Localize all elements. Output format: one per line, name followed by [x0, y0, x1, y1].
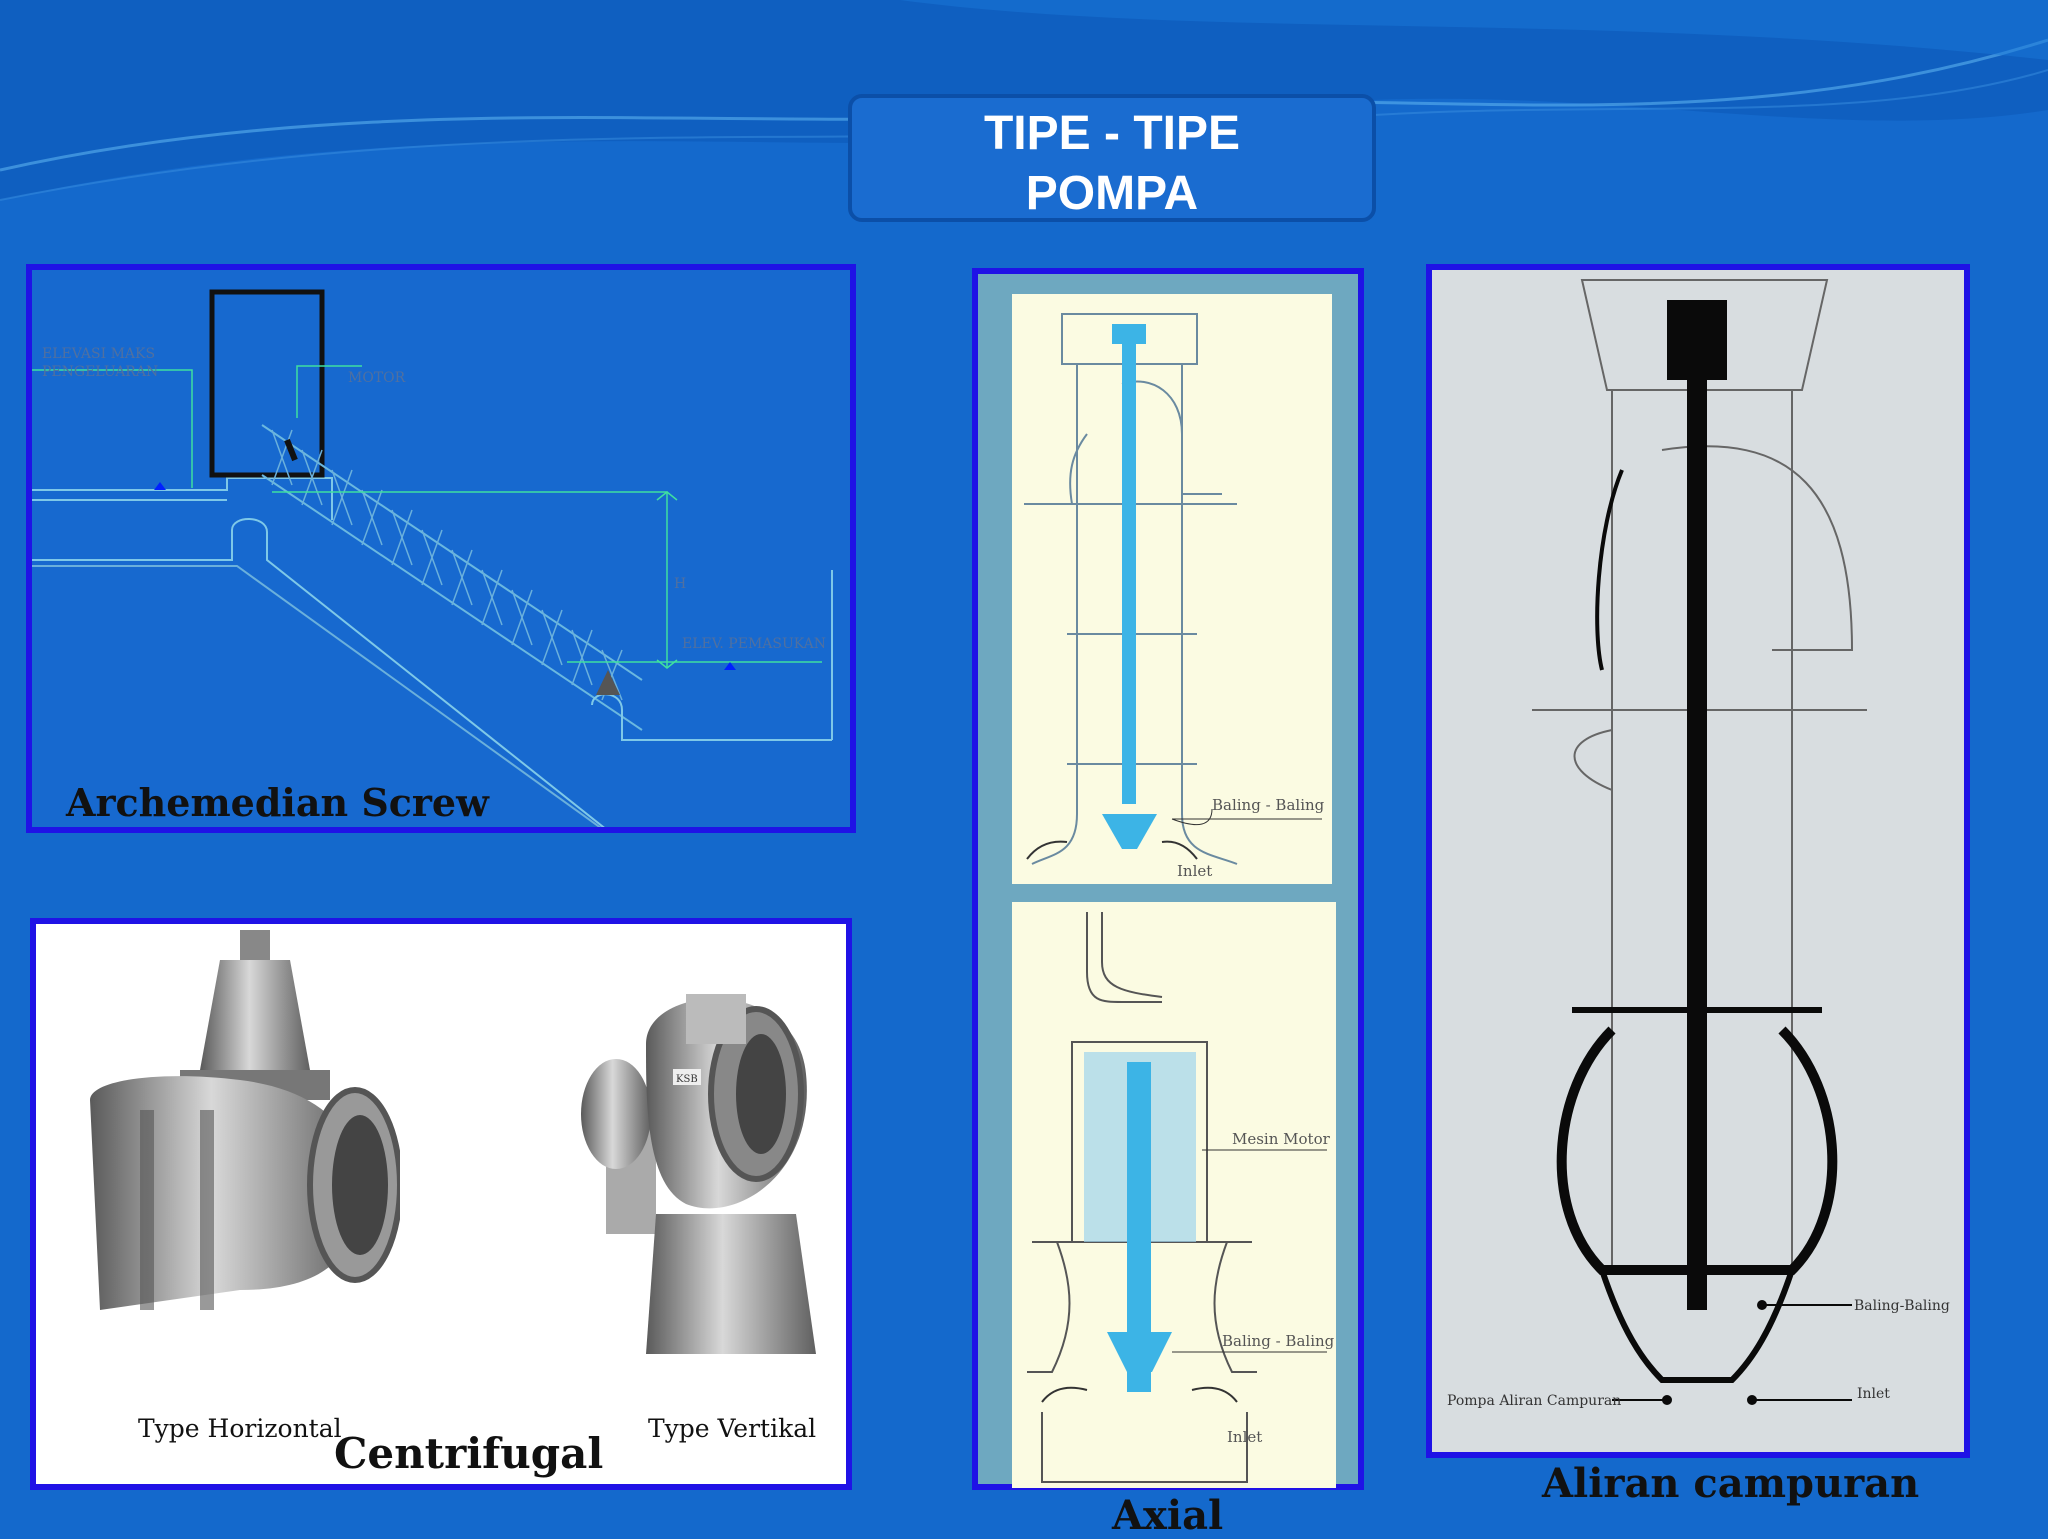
label-motor: MOTOR [348, 370, 406, 386]
archimedean-screw-diagram: ELEVASI MAKS PENGELUARAN MOTOR H ELEV. P… [32, 289, 833, 827]
axial-bottom-inlet-label: Inlet [1227, 1428, 1262, 1446]
label-type-vertikal: Type Vertikal [648, 1414, 817, 1443]
centrifugal-caption: Centrifugal [334, 1429, 604, 1478]
label-elev-pemasukan: ELEV. PEMASUKAN [682, 636, 826, 652]
label-elevasi-1: ELEVASI MAKS [42, 346, 155, 362]
axial-panel: Baling - Baling Inlet Mesin Motor Bal [972, 268, 1364, 1490]
label-h: H [674, 576, 686, 592]
axial-bottom-diagram: Mesin Motor Baling - Baling Inlet [1027, 912, 1335, 1483]
axial-top-inlet-label: Inlet [1177, 862, 1212, 880]
ksb-badge: KSB [676, 1074, 698, 1085]
axial-bottom-baling-label: Baling - Baling [1222, 1332, 1335, 1350]
axial-drawing-top: Baling - Baling Inlet [1012, 294, 1332, 884]
axial-top-baling-label: Baling - Baling [1212, 796, 1325, 814]
label-elevasi-2: PENGELUARAN [42, 364, 158, 380]
mixed-flow-panel: Baling-Baling Pompa Aliran Campuran Inle… [1426, 264, 1970, 1458]
axial-top-diagram: Baling - Baling Inlet [1024, 313, 1325, 880]
label-type-horizontal: Type Horizontal [138, 1414, 342, 1443]
centrifugal-panel: KSB Type Horizontal Type Vertikal Centri… [30, 918, 852, 1490]
horizontal-pump-image [90, 930, 400, 1310]
archimedean-caption: Archemedian Screw [66, 780, 489, 825]
title-line-1: TIPE - TIPE [983, 107, 1241, 160]
mixed-flow-caption: Aliran campuran [1542, 1460, 1920, 1507]
vertical-pump-image: KSB [581, 994, 816, 1354]
axial-caption: Axial [1112, 1492, 1224, 1539]
axial-bottom-motor-label: Mesin Motor [1232, 1130, 1331, 1148]
mixed-baling-label: Baling-Baling [1854, 1298, 1950, 1314]
title-line-2: POMPA [1025, 167, 1199, 220]
mixed-flow-diagram: Baling-Baling Pompa Aliran Campuran Inle… [1447, 279, 1950, 1409]
axial-drawing-bottom: Mesin Motor Baling - Baling Inlet [1012, 902, 1336, 1488]
mixed-inlet-label: Inlet [1857, 1386, 1890, 1402]
page-title: TIPE - TIPE POMPA [848, 94, 1376, 222]
mixed-pompa-label: Pompa Aliran Campuran [1447, 1393, 1621, 1409]
archimedean-screw-panel: ELEVASI MAKS PENGELUARAN MOTOR H ELEV. P… [26, 264, 856, 833]
